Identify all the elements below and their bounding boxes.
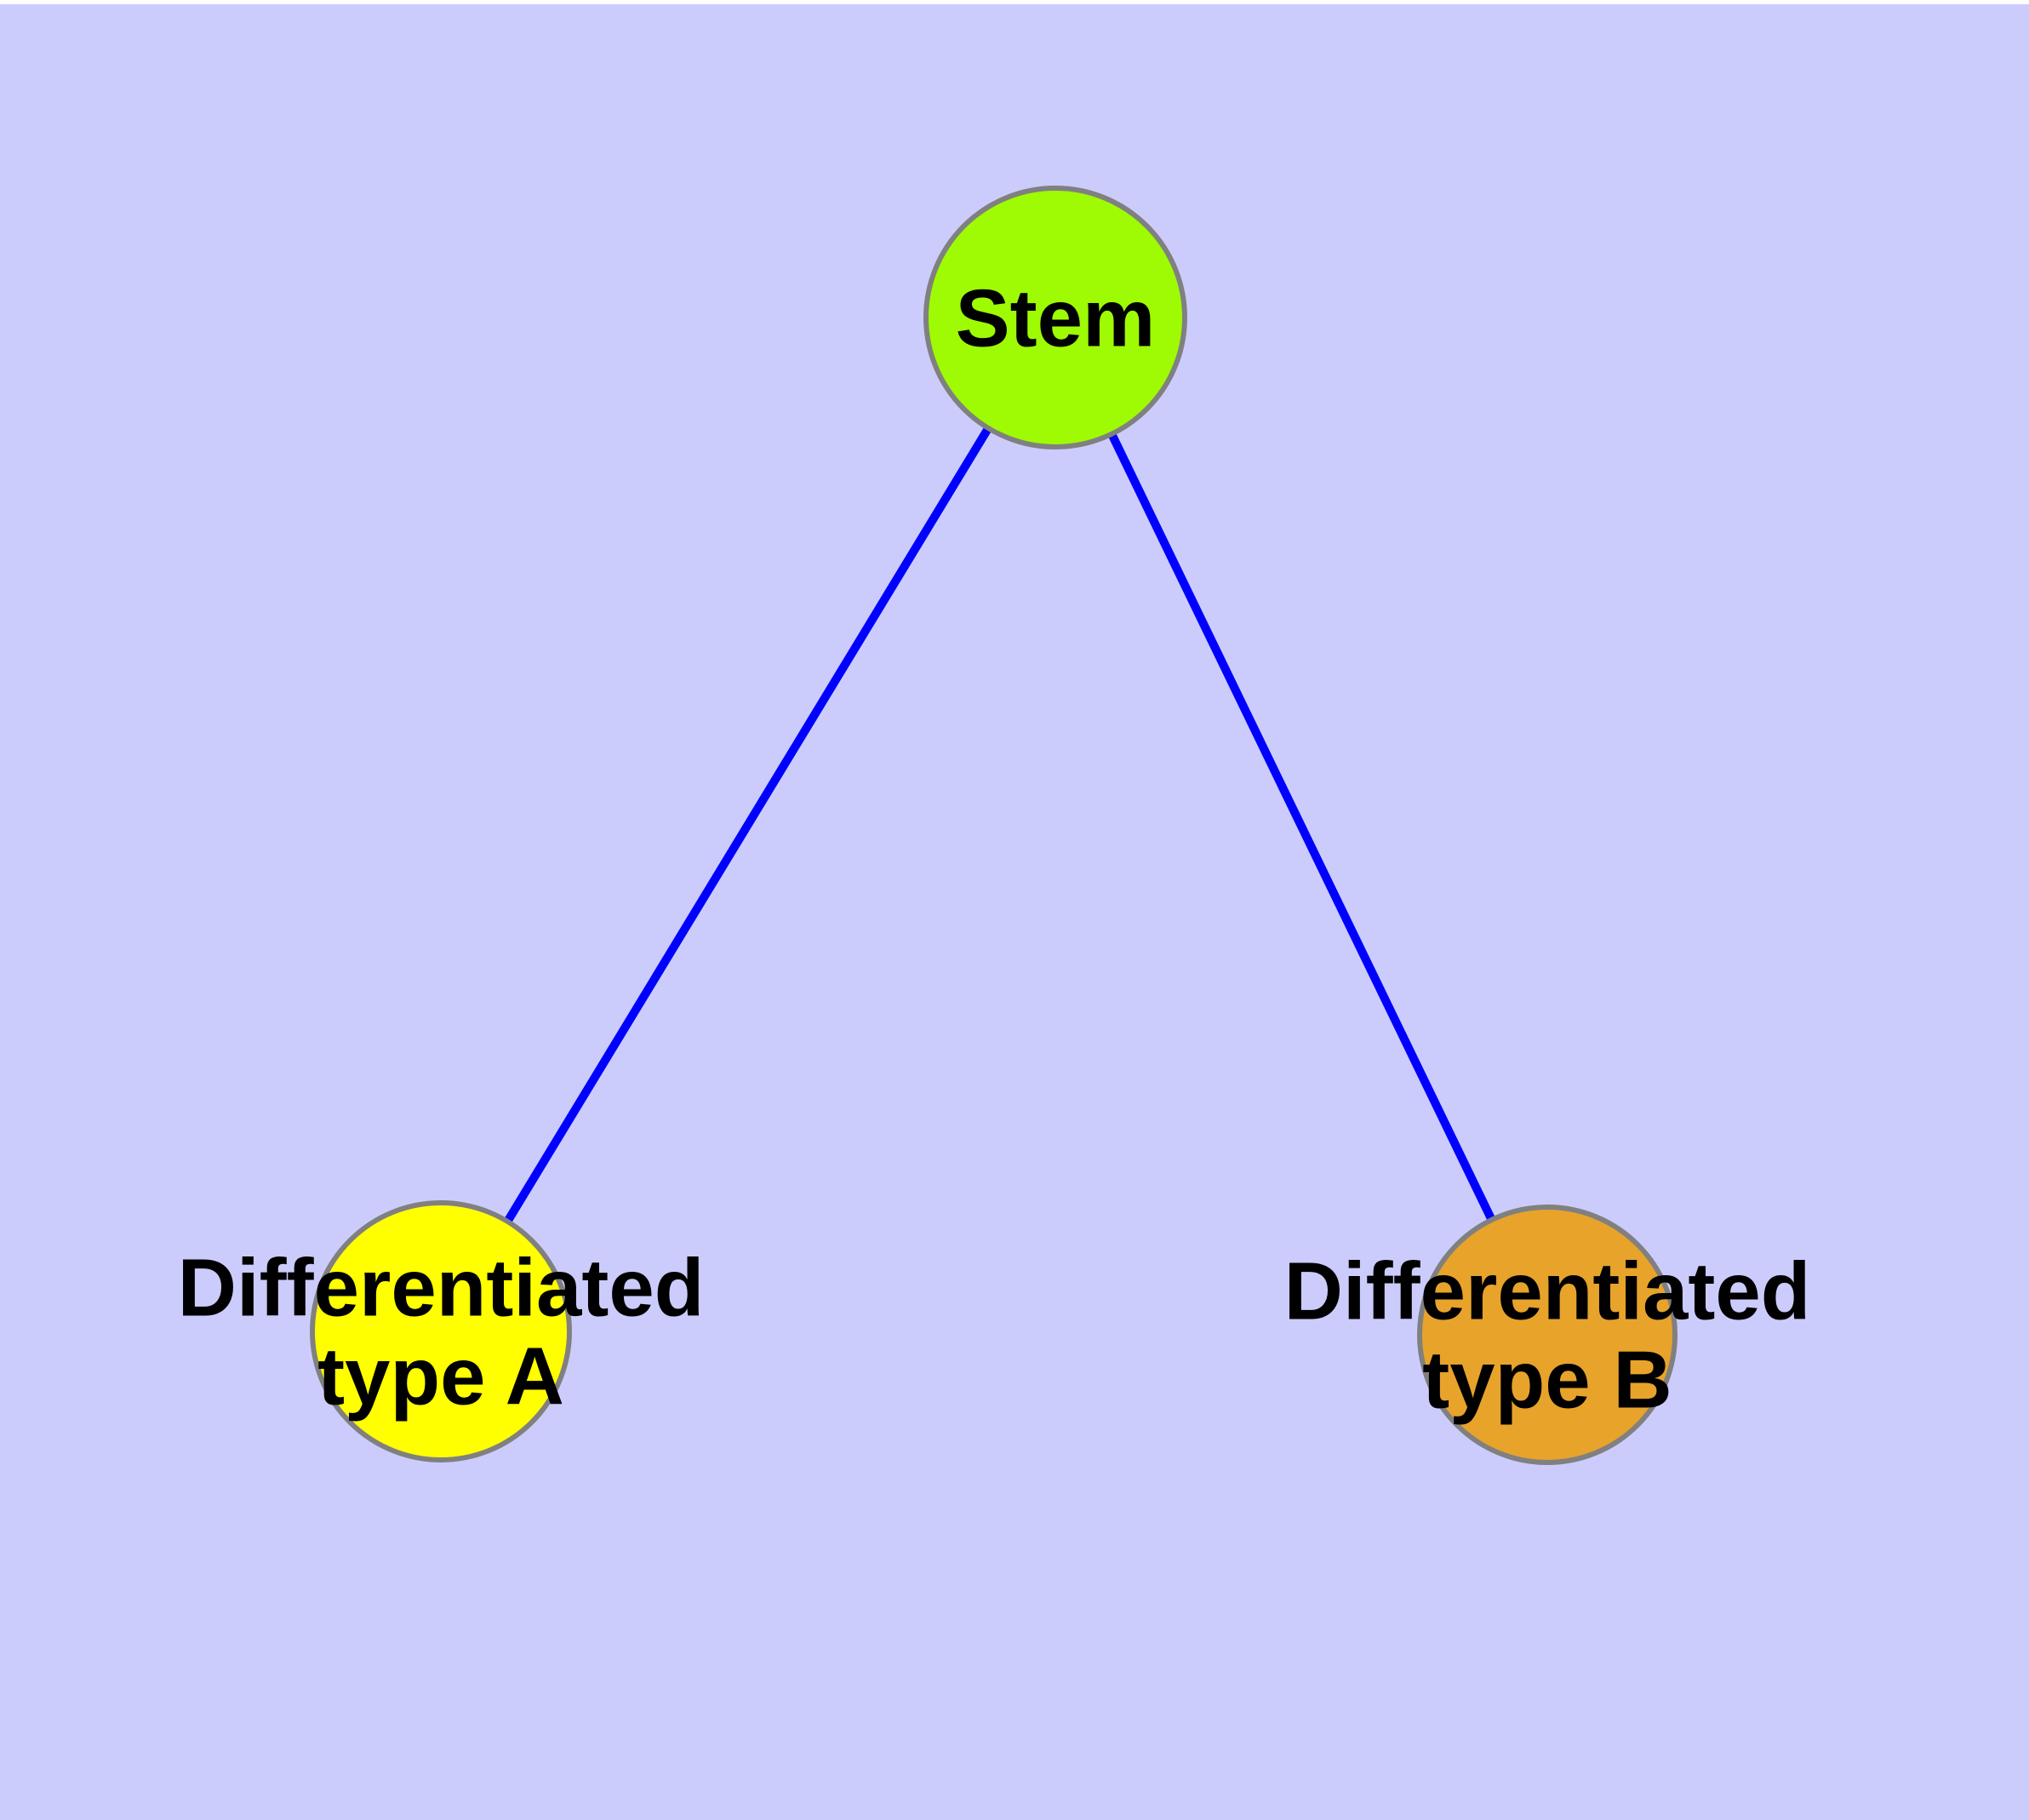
- node-stem[interactable]: [923, 186, 1187, 449]
- edge-stem-to-diff_a[interactable]: [501, 422, 994, 1227]
- node-label-line: type A: [317, 1331, 564, 1422]
- edge-stem-to-diff_b[interactable]: [1106, 429, 1497, 1225]
- node-label-line: type B: [1422, 1335, 1672, 1426]
- node-label-line: Differentiated: [178, 1243, 705, 1334]
- node-label-stem: Stem: [956, 273, 1156, 364]
- node-diff_b[interactable]: [1417, 1205, 1677, 1465]
- edge-layer: [501, 422, 1497, 1227]
- node-layer: [310, 186, 1677, 1465]
- node-label-line: Stem: [956, 273, 1156, 364]
- node-diff_a[interactable]: [310, 1200, 572, 1462]
- node-label-line: Differentiated: [1284, 1246, 1811, 1337]
